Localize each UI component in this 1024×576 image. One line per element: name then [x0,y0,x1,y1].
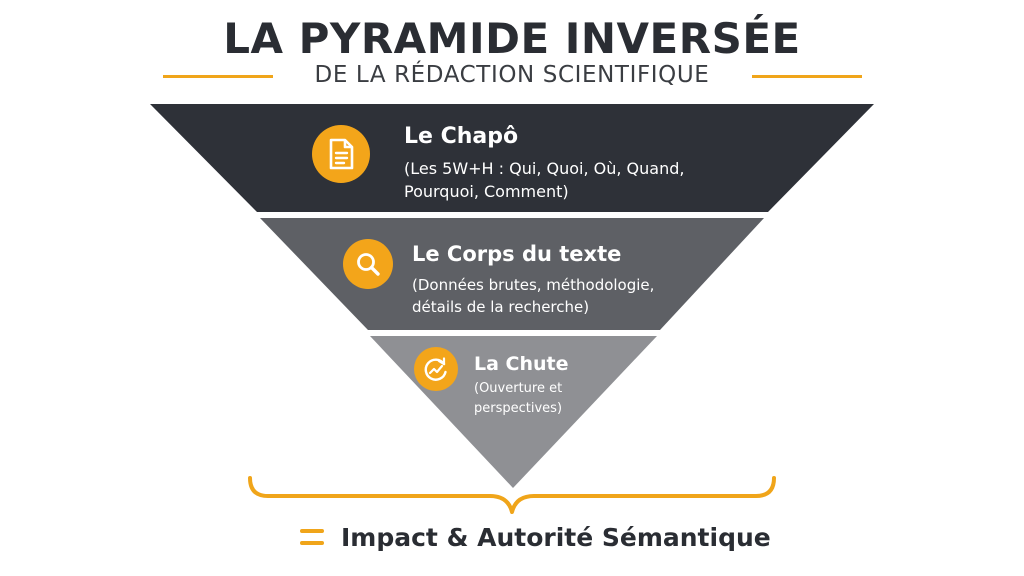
subtitle-row: DE LA RÉDACTION SCIENTIFIQUE [0,62,1024,92]
page-title: LA PYRAMIDE INVERSÉE [223,14,801,63]
level-1-title: Le Chapô [404,124,519,149]
footer-text: Impact & Autorité Sémantique [341,523,771,552]
footer: Impact & Autorité Sémantique [0,522,1024,558]
level-2-title: Le Corps du texte [412,242,622,266]
level-3-title: La Chute [474,353,569,375]
level-3-desc-line1: (Ouverture et [474,381,563,396]
equals-icon [300,529,324,549]
cycle-arrow-icon [414,347,458,391]
level-3-desc-line2: perspectives) [474,401,563,416]
level-2-desc-line2: détails de la recherche) [412,298,590,316]
subtitle-rule-left [163,75,273,78]
level-1-desc-line1: (Les 5W+H : Qui, Quoi, Où, Quand, [404,159,685,178]
level-1-desc-line2: Pourquoi, Comment) [404,182,569,201]
page-subtitle: DE LA RÉDACTION SCIENTIFIQUE [314,62,710,88]
level-2-desc-line1: (Données brutes, méthodologie, [412,276,655,294]
magnifier-icon [343,239,393,289]
bracket [248,476,776,514]
subtitle-rule-right [752,75,862,78]
document-icon [312,125,370,183]
